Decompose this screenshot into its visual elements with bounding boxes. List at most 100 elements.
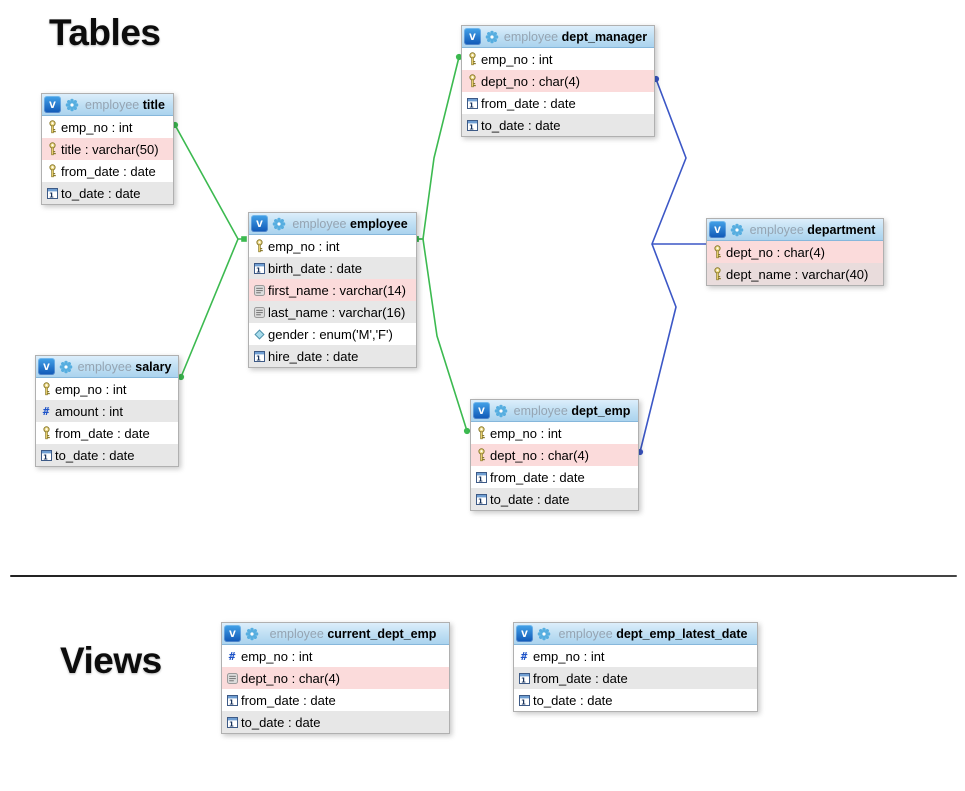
column-row[interactable]: from_date : date [42,160,173,182]
relationship-line-dept_manager-department [651,78,706,245]
column-row[interactable]: emp_no : int [42,116,173,138]
column-row[interactable]: # emp_no : int [514,645,757,667]
table-salary[interactable]: v employee salary emp_no : int#amount : in… [35,355,179,467]
key-icon [466,52,478,66]
gear-icon [494,404,508,417]
view-badge-v-icon: v [709,221,726,238]
table-name: title [142,97,165,112]
column-text: dept_no : char(4) [241,670,341,686]
column-row[interactable]: #emp_no : int [222,645,449,667]
column-text: from_date : date [490,469,585,485]
schema-name: employee [749,222,804,237]
column-text: emp_no : int [61,119,133,135]
schema-name: employee [558,626,613,641]
date-icon: 1 [518,694,530,706]
column-row[interactable]: #amount : int [36,400,178,422]
svg-text:1: 1 [229,720,234,728]
table-title-text: employee employee [286,217,416,231]
column-text: from_date : date [533,670,628,686]
view-badge-v-icon: v [251,215,268,232]
key-icon [711,245,723,259]
date-icon: 1 [40,449,52,461]
view-badge-v-icon: v [516,625,533,642]
column-row[interactable]: dept_no : char(4) [222,667,449,689]
view-badge-v-icon: v [473,402,490,419]
column-row[interactable]: from_date : date [36,422,178,444]
svg-text:1: 1 [43,453,48,461]
column-row[interactable]: title : varchar(50) [42,138,173,160]
column-row[interactable]: last_name : varchar(16) [249,301,416,323]
date-icon: 1 [253,262,265,274]
column-row[interactable]: dept_name : varchar(40) [707,263,883,285]
column-text: dept_no : char(4) [481,73,581,89]
schema-name: employee [503,29,559,44]
key-icon [475,426,487,440]
column-row[interactable]: emp_no : int [462,48,654,70]
column-text: emp_no : int [490,425,562,441]
number-icon: # [520,649,528,663]
date-icon: 1 [475,493,487,505]
table-title-text: employee title [79,98,173,112]
date-icon: 1 [226,694,238,706]
column-row[interactable]: gender : enum('M','F') [249,323,416,345]
view-badge-v-icon: v [38,358,55,375]
key-icon [46,120,58,134]
column-text: from_date : date [241,692,336,708]
date-icon: 1 [518,672,530,684]
table-header[interactable]: v employee title [42,94,173,116]
relationship-line-salary-employee [180,238,239,378]
date-icon: 1 [46,187,58,199]
column-row[interactable]: dept_no : char(4) [471,444,638,466]
table-title[interactable]: v employee title emp_no : int title : varch… [41,93,174,205]
schema-name: employee [292,216,347,231]
column-row[interactable]: dept_no : char(4) [707,241,883,263]
relationship-line-dept_emp-department [639,243,677,453]
column-row[interactable]: 1 to_date : date [462,114,654,136]
column-row[interactable]: first_name : varchar(14) [249,279,416,301]
column-row[interactable]: emp_no : int [471,422,638,444]
schema-name: employee [269,626,324,641]
column-row[interactable]: emp_no : int [249,235,416,257]
view-badge-v-icon: v [44,96,61,113]
views-heading: Views [60,640,162,681]
enum-icon [253,328,265,340]
column-text: hire_date : date [268,348,359,364]
svg-text:1: 1 [469,123,474,131]
column-row[interactable]: emp_no : int [36,378,178,400]
table-header[interactable]: v employee salary [36,356,178,378]
section-divider [10,575,957,577]
column-text: emp_no : int [481,51,553,67]
column-text: to_date : date [481,117,561,133]
column-row[interactable]: dept_no : char(4) [462,70,654,92]
table-name: current_dept_emp [327,626,437,641]
svg-text:1: 1 [521,698,526,706]
key-icon [46,164,58,178]
table-header[interactable]: v employee employee [249,213,416,235]
table-title-text: employee salary [73,360,178,374]
column-text: emp_no : int [533,648,605,664]
key-icon [253,239,265,253]
column-text: to_date : date [61,185,141,201]
